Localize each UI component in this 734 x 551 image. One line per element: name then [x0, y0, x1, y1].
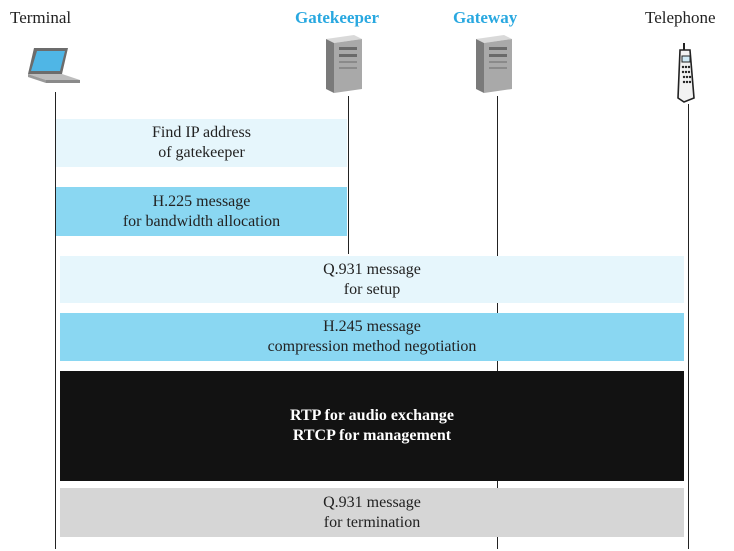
message-line-2: for bandwidth allocation [122, 212, 281, 230]
gatekeeper-label: Gatekeeper [295, 8, 380, 27]
find-ip-message-box: Find IP address of gatekeeper [56, 119, 347, 167]
message-line-1: Q.931 message [323, 493, 421, 511]
message-line-1: RTP for audio exchange [289, 407, 455, 424]
telephone-label: Telephone [645, 8, 716, 27]
h225-message-box: H.225 message for bandwidth allocation [56, 187, 347, 236]
q931-termination-message-box: Q.931 message for termination [60, 488, 684, 537]
message-line-1: Q.931 message [323, 260, 421, 278]
telephone-handset-icon [677, 43, 695, 103]
gatekeeper-lifeline [348, 96, 349, 254]
message-line-1: Find IP address [152, 124, 251, 141]
q931-setup-message-box: Q.931 message for setup [60, 256, 684, 303]
message-line-2: compression method negotiation [267, 338, 477, 355]
terminal-label: Terminal [10, 8, 72, 27]
gateway-label: Gateway [453, 8, 518, 27]
rtp-rtcp-exchange-box: RTP for audio exchange RTCP for manageme… [60, 371, 684, 481]
terminal-lifeline [55, 92, 56, 549]
h245-message-box: H.245 message compression method negotia… [60, 313, 684, 361]
message-line-2: for termination [323, 513, 421, 531]
message-line-1: H.225 message [152, 192, 251, 210]
laptop-icon [28, 48, 80, 83]
message-line-2: of gatekeeper [158, 144, 245, 161]
message-line-1: H.245 message [323, 318, 421, 335]
telephone-lifeline [688, 104, 689, 549]
gatekeeper-server-icon [326, 35, 362, 93]
message-line-2: RTCP for management [292, 427, 452, 444]
message-line-2: for setup [343, 280, 401, 298]
gateway-server-icon [476, 35, 512, 93]
